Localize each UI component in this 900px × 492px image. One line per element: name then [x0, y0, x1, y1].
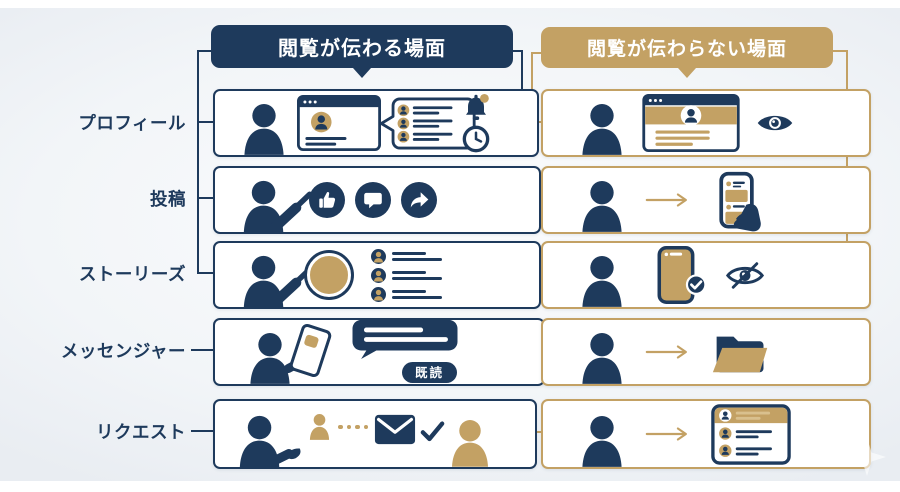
row-label-profile: プロフィール: [78, 114, 186, 134]
connector-line: [197, 50, 212, 52]
top-margin: [0, 0, 900, 8]
read-receipt-badge: 既読: [401, 361, 457, 383]
chat-bubble-mini-icon: [303, 334, 320, 349]
request-list-card-icon: [711, 403, 791, 465]
envelope-icon: [374, 414, 416, 444]
viewer-avatar-icon: [371, 287, 386, 302]
connector-line: [531, 52, 541, 54]
connector-line: [197, 197, 213, 199]
connector-line: [513, 50, 523, 52]
panel-stories-unaware: [541, 241, 871, 309]
comment-button-icon: [355, 182, 391, 218]
arrow-right-icon: [645, 192, 693, 208]
connector-line: [197, 272, 213, 274]
panel-messenger-unaware: [541, 318, 871, 386]
viewer-avatar-icon: [371, 268, 386, 283]
connector-line: [191, 430, 213, 432]
viewer-avatar-icon: [371, 249, 386, 264]
viewers-list-bubble-icon: [379, 97, 476, 149]
row-label-posts: 投稿: [150, 190, 186, 210]
row-label-requests: リクエスト: [96, 423, 186, 443]
panel-requests-unaware: [541, 399, 871, 469]
panel-profile-aware: [213, 89, 539, 157]
connector-line: [833, 50, 848, 52]
person-icon: [577, 255, 627, 307]
row-label-messenger: メッセンジャー: [60, 342, 186, 362]
panel-stories-aware: [213, 241, 541, 309]
viewer-row: [371, 249, 442, 264]
share-button-icon: [401, 182, 437, 218]
viewers-list: [371, 249, 442, 302]
person-gold-icon: [447, 419, 493, 467]
phone-in-hand-icon: [719, 171, 761, 232]
panel-requests-aware: [213, 399, 537, 469]
panel-profile-unaware: [541, 89, 871, 157]
connector-line: [191, 349, 213, 351]
header-aware-label: 閲覧が伝わる場面: [278, 36, 446, 60]
checkmark-icon: [420, 420, 445, 441]
clock-icon: [462, 125, 490, 153]
profile-window-icon: [297, 95, 381, 151]
header-unaware: 閲覧が伝わらない場面: [541, 27, 833, 68]
person-icon: [577, 332, 627, 384]
header-aware: 閲覧が伝わる場面: [211, 25, 513, 68]
arrow-right-icon: [645, 426, 693, 442]
person-icon: [577, 180, 627, 232]
open-folder-icon: [712, 336, 768, 372]
row-label-stories: ストーリーズ: [78, 265, 186, 285]
phone-icon: [288, 322, 333, 379]
person-icon: [245, 332, 295, 384]
person-icon: [577, 103, 627, 155]
connector-line: [846, 50, 848, 274]
chat-bubble-icon: [352, 320, 458, 359]
notification-bell-icon: [466, 94, 489, 120]
panel-posts-aware: [213, 166, 541, 234]
arrow-right-icon: [645, 344, 693, 360]
connector-line: [531, 52, 533, 122]
message-group: 既読: [347, 320, 463, 383]
phone-with-check-icon: [657, 246, 707, 304]
person-icon: [239, 103, 289, 155]
header-unaware-label: 閲覧が伝わらない場面: [586, 38, 787, 60]
eye-icon: [757, 115, 793, 131]
bottom-margin: [0, 481, 900, 492]
dotted-flow-icon: [338, 424, 368, 430]
person-icon: [577, 415, 627, 467]
person-holding-phone-icon: [245, 322, 333, 384]
connector-line: [197, 50, 199, 274]
panel-posts-unaware: [541, 166, 871, 234]
profile-page-window-icon: [642, 94, 740, 152]
panel-messenger-aware: 既読: [213, 318, 545, 386]
mini-person-icon: [309, 413, 330, 440]
story-ring-icon: [307, 253, 351, 297]
eye-off-icon: [725, 261, 765, 289]
viewer-row: [371, 268, 442, 283]
connector-line: [197, 121, 213, 123]
like-button-icon: [309, 182, 345, 218]
viewer-row: [371, 287, 442, 302]
connector-line: [521, 50, 523, 122]
